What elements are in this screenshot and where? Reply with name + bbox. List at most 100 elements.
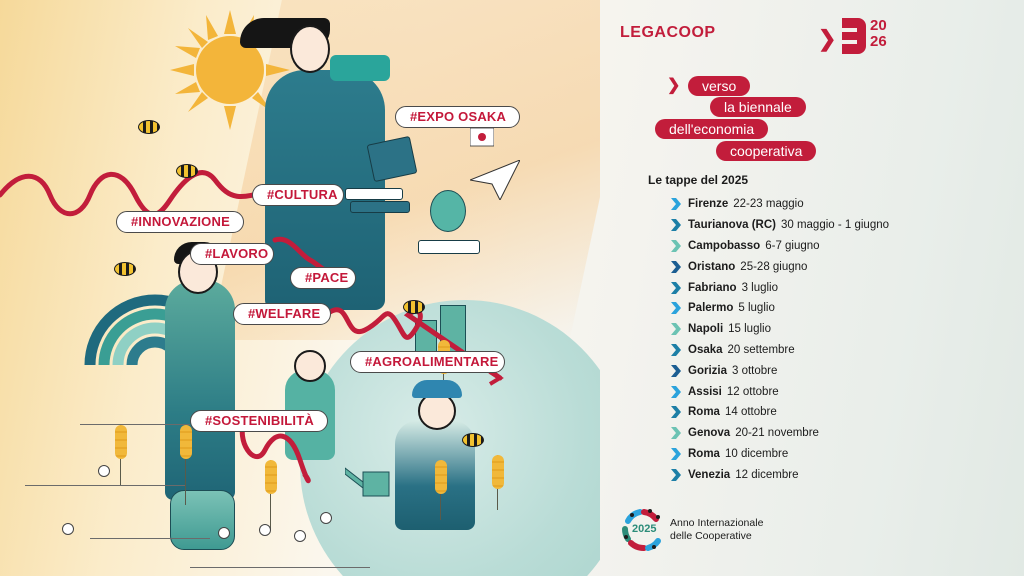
ground-line — [80, 424, 190, 425]
biennale-2026-logo: ❯ 20 26 — [818, 18, 908, 56]
wheat-icon — [492, 455, 507, 510]
red-ribbon-path — [0, 170, 504, 484]
stop-date: 6-7 giugno — [765, 239, 820, 252]
schedule-stop: Roma 14 ottobre — [670, 402, 889, 423]
chevron-right-icon — [671, 323, 681, 336]
stop-date: 15 luglio — [728, 323, 771, 336]
headline-line-4: cooperativa — [716, 141, 817, 161]
tag-agroalimentare: #AGROALIMENTARE — [350, 351, 505, 373]
schedule-stop: Osaka 20 settembre — [670, 340, 889, 361]
chevron-right-icon — [671, 343, 681, 356]
robot-icon — [430, 190, 466, 232]
stop-city: Roma — [688, 406, 720, 419]
stop-date: 12 dicembre — [735, 468, 799, 481]
illustration: #EXPO OSAKA #CULTURA #INNOVAZIONE #LAVOR… — [0, 0, 600, 576]
paper-plane-icon — [470, 160, 520, 200]
headline-line-2: la biennale — [710, 97, 806, 117]
watering-can-icon — [345, 467, 390, 497]
schedule-stop: Taurianova (RC) 30 maggio - 1 giugno — [670, 215, 889, 236]
chevron-right-icon — [671, 406, 681, 419]
book-stack-icon — [350, 201, 410, 213]
stop-date: 20-21 novembre — [735, 427, 819, 440]
chevron-right-icon — [671, 385, 681, 398]
international-year-cooperatives-logo: 2025 Anno Internazionale delle Cooperati… — [620, 507, 810, 553]
chevron-right-icon — [671, 239, 681, 252]
chevron-right-icon — [671, 302, 681, 315]
stop-date: 22-23 maggio — [733, 198, 804, 211]
wheat-icon — [265, 460, 280, 530]
stop-date: 30 maggio - 1 giugno — [780, 219, 890, 232]
chevron-right-icon — [671, 468, 681, 481]
schedule-stop: Venezia 12 dicembre — [670, 464, 889, 485]
stop-city: Roma — [688, 447, 720, 460]
chevron-right-icon — [671, 260, 681, 273]
chevron-right-icon: ❯ — [818, 26, 837, 51]
headline-line-3: dell'economia — [655, 119, 769, 139]
stop-city: Napoli — [688, 323, 724, 336]
stop-date: 20 settembre — [727, 343, 795, 356]
schedule-stop: Oristano 25-28 giugno — [670, 256, 889, 277]
headline-line-1: verso — [688, 76, 751, 96]
wheat-icon — [435, 460, 450, 520]
stop-city: Genova — [688, 427, 731, 440]
woman-with-basket — [165, 280, 235, 500]
stop-city: Assisi — [688, 385, 722, 398]
stop-date: 12 ottobre — [726, 385, 779, 398]
stop-date: 5 luglio — [738, 302, 775, 315]
japan-flag-icon — [470, 128, 494, 147]
schedule-stop: Campobasso 6-7 giugno — [670, 236, 889, 257]
tag-lavoro: #LAVORO — [190, 243, 274, 265]
b-logo-year: 20 26 — [870, 17, 887, 50]
schedule-stop: Palermo 5 luglio — [670, 298, 889, 319]
schedule-stop: Assisi 12 ottobre — [670, 381, 889, 402]
chevron-right-icon — [671, 219, 681, 232]
stop-city: Taurianova (RC) — [688, 219, 776, 232]
ground-line — [190, 567, 370, 568]
flower-icon — [62, 523, 74, 535]
stop-city: Palermo — [688, 302, 734, 315]
flower-icon — [294, 530, 306, 542]
tag-expo-osaka: #EXPO OSAKA — [395, 106, 520, 128]
boy-head — [418, 392, 456, 430]
shopping-basket-icon — [170, 490, 235, 550]
flower-icon — [320, 512, 332, 524]
child-head — [294, 350, 326, 382]
chevron-right-icon — [671, 364, 681, 377]
legacoop-logo-text: LEGACOOP — [620, 24, 716, 41]
schedule-stop: Genova 20-21 novembre — [670, 423, 889, 444]
ica-year: 2025 — [632, 523, 657, 535]
schedule-stop: Roma 10 dicembre — [670, 444, 889, 465]
boy-cap — [412, 380, 462, 398]
schedule-stop: Napoli 15 luglio — [670, 319, 889, 340]
stop-date: 25-28 giugno — [740, 260, 808, 273]
bee-icon — [138, 120, 160, 134]
chevron-right-icon — [671, 447, 681, 460]
ground-line — [90, 538, 210, 539]
wheat-icon — [115, 425, 130, 485]
tag-cultura: #CULTURA — [252, 184, 344, 206]
bee-icon — [114, 262, 136, 276]
stop-date: 3 ottobre — [731, 364, 778, 377]
cooperatives-ring-icon — [621, 509, 661, 551]
stop-date: 14 ottobre — [724, 406, 777, 419]
tag-pace: #PACE — [290, 267, 356, 289]
chevron-right-icon: ❯ — [667, 77, 681, 94]
bee-icon — [462, 433, 484, 447]
woman-head — [290, 25, 330, 73]
stop-city: Venezia — [688, 468, 731, 481]
schedule-stop: Fabriano 3 luglio — [670, 277, 889, 298]
stop-date: 10 dicembre — [724, 447, 789, 460]
stop-city: Osaka — [688, 343, 723, 356]
wheat-icon — [180, 425, 195, 505]
book-stack-icon — [345, 188, 403, 200]
book-icon — [418, 240, 480, 254]
stop-city: Campobasso — [688, 239, 761, 252]
bee-icon — [176, 164, 198, 178]
stop-city: Fabriano — [688, 281, 737, 294]
stop-date: 3 luglio — [741, 281, 779, 294]
chevron-right-icon — [671, 427, 681, 440]
stop-city: Oristano — [688, 260, 736, 273]
